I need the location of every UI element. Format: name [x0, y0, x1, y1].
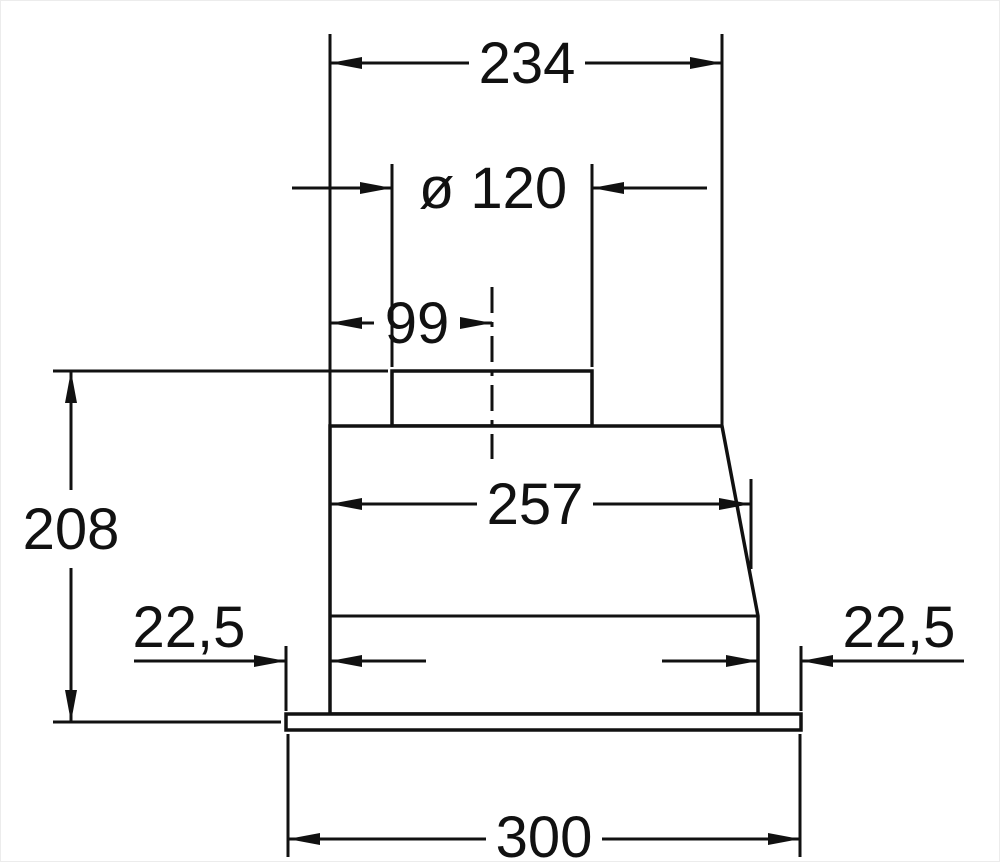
arrowhead-left: [330, 57, 362, 69]
dim-base-width: 300: [286, 734, 802, 862]
hood-body: [284, 287, 803, 732]
dim-label-duct-offset: 99: [385, 291, 450, 356]
arrowhead-right: [254, 655, 286, 667]
arrowhead-left: [330, 655, 362, 667]
dim-top-width: 234: [328, 31, 724, 426]
dim-overall-height: 208: [23, 369, 388, 724]
dim-label-overall-height: 208: [23, 497, 120, 562]
arrowhead-right: [592, 182, 624, 194]
arrowhead-up: [65, 371, 77, 403]
dim-label-duct-diameter: ø 120: [419, 156, 567, 221]
arrowhead-down: [65, 690, 77, 722]
arrowhead-left: [288, 833, 320, 845]
dim-label-base-width: 300: [496, 805, 593, 862]
arrowhead-left: [360, 182, 392, 194]
arrowhead-right: [460, 317, 492, 329]
dim-label-overhang-right: 22,5: [843, 595, 956, 660]
arrowhead-left: [330, 317, 362, 329]
hood-housing: [328, 424, 760, 716]
dim-label-body-width: 257: [487, 472, 584, 537]
dim-label-overhang-left: 22,5: [133, 595, 246, 660]
dim-duct-diameter: ø 120: [292, 156, 707, 367]
arrowhead-right: [719, 498, 751, 510]
arrowhead-right: [726, 655, 758, 667]
bottom-flange: [284, 712, 803, 732]
dim-overhang-right: 22,5: [662, 595, 964, 711]
dim-overhang-left: 22,5: [133, 595, 426, 711]
dim-label-top-width: 234: [479, 31, 576, 96]
dim-duct-offset: 99: [330, 291, 492, 356]
arrowhead-left: [330, 498, 362, 510]
arrowhead-right: [768, 833, 800, 845]
arrowhead-right: [690, 57, 722, 69]
dim-body-width: 257: [330, 472, 753, 569]
arrowhead-left: [801, 655, 833, 667]
